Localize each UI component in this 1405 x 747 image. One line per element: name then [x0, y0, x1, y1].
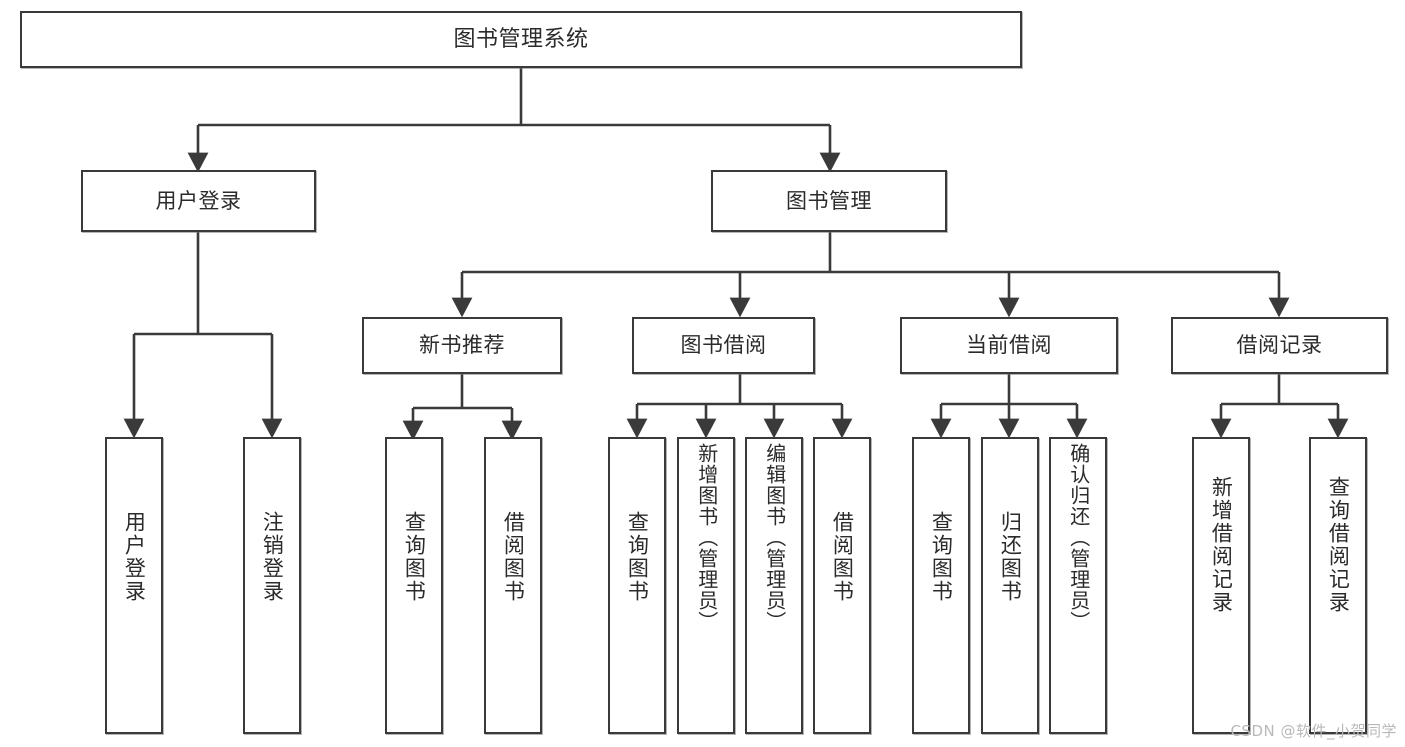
node-leaf-user-login-label: 用户登录: [122, 511, 147, 603]
node-leaf-confirm-return[interactable]: 确认归还（管理员）: [1049, 437, 1107, 734]
node-book-borrow-label: 图书借阅: [680, 333, 767, 357]
node-leaf-add-book[interactable]: 新增图书（管理员）: [677, 437, 735, 734]
node-root[interactable]: 图书管理系统: [20, 11, 1022, 68]
node-leaf-query-record-label: 查询借阅记录: [1326, 476, 1351, 614]
node-leaf-query-book-1[interactable]: 查询图书: [385, 437, 443, 734]
node-leaf-user-login[interactable]: 用户登录: [105, 437, 163, 734]
node-leaf-add-book-label: 新增图书（管理员）: [694, 443, 719, 632]
node-user-login-label: 用户登录: [155, 188, 242, 213]
node-leaf-borrow-book-2[interactable]: 借阅图书: [813, 437, 871, 734]
node-new-book-recommend-label: 新书推荐: [419, 333, 505, 357]
node-leaf-query-record[interactable]: 查询借阅记录: [1309, 437, 1367, 734]
node-leaf-return-book-label: 归还图书: [998, 511, 1023, 603]
node-new-book-recommend[interactable]: 新书推荐: [362, 317, 562, 374]
node-leaf-add-record[interactable]: 新增借阅记录: [1192, 437, 1250, 734]
csdn-watermark: CSDN @软件_小贺同学: [1230, 722, 1397, 740]
node-book-manage[interactable]: 图书管理: [711, 170, 947, 232]
node-leaf-query-book-3-label: 查询图书: [929, 511, 954, 603]
node-leaf-confirm-return-label: 确认归还（管理员）: [1066, 443, 1091, 632]
node-leaf-edit-book[interactable]: 编辑图书（管理员）: [745, 437, 803, 734]
node-current-borrow[interactable]: 当前借阅: [900, 317, 1118, 374]
node-leaf-query-book-2-label: 查询图书: [625, 511, 650, 603]
node-leaf-return-book[interactable]: 归还图书: [981, 437, 1039, 734]
node-leaf-logout-label: 注销登录: [260, 511, 285, 603]
node-leaf-add-record-label: 新增借阅记录: [1209, 476, 1234, 614]
node-borrow-record-label: 借阅记录: [1236, 333, 1323, 357]
node-leaf-query-book-2[interactable]: 查询图书: [608, 437, 666, 734]
node-root-label: 图书管理系统: [453, 26, 589, 52]
node-book-borrow[interactable]: 图书借阅: [632, 317, 815, 374]
node-leaf-logout[interactable]: 注销登录: [243, 437, 301, 734]
node-leaf-query-book-1-label: 查询图书: [402, 511, 427, 603]
node-leaf-edit-book-label: 编辑图书（管理员）: [762, 443, 787, 632]
node-borrow-record[interactable]: 借阅记录: [1171, 317, 1388, 374]
node-current-borrow-label: 当前借阅: [966, 333, 1052, 357]
node-leaf-borrow-book-1[interactable]: 借阅图书: [484, 437, 542, 734]
node-user-login[interactable]: 用户登录: [81, 170, 316, 232]
node-book-manage-label: 图书管理: [786, 188, 872, 213]
node-leaf-borrow-book-2-label: 借阅图书: [830, 511, 855, 603]
node-leaf-query-book-3[interactable]: 查询图书: [912, 437, 970, 734]
node-leaf-borrow-book-1-label: 借阅图书: [501, 511, 526, 603]
